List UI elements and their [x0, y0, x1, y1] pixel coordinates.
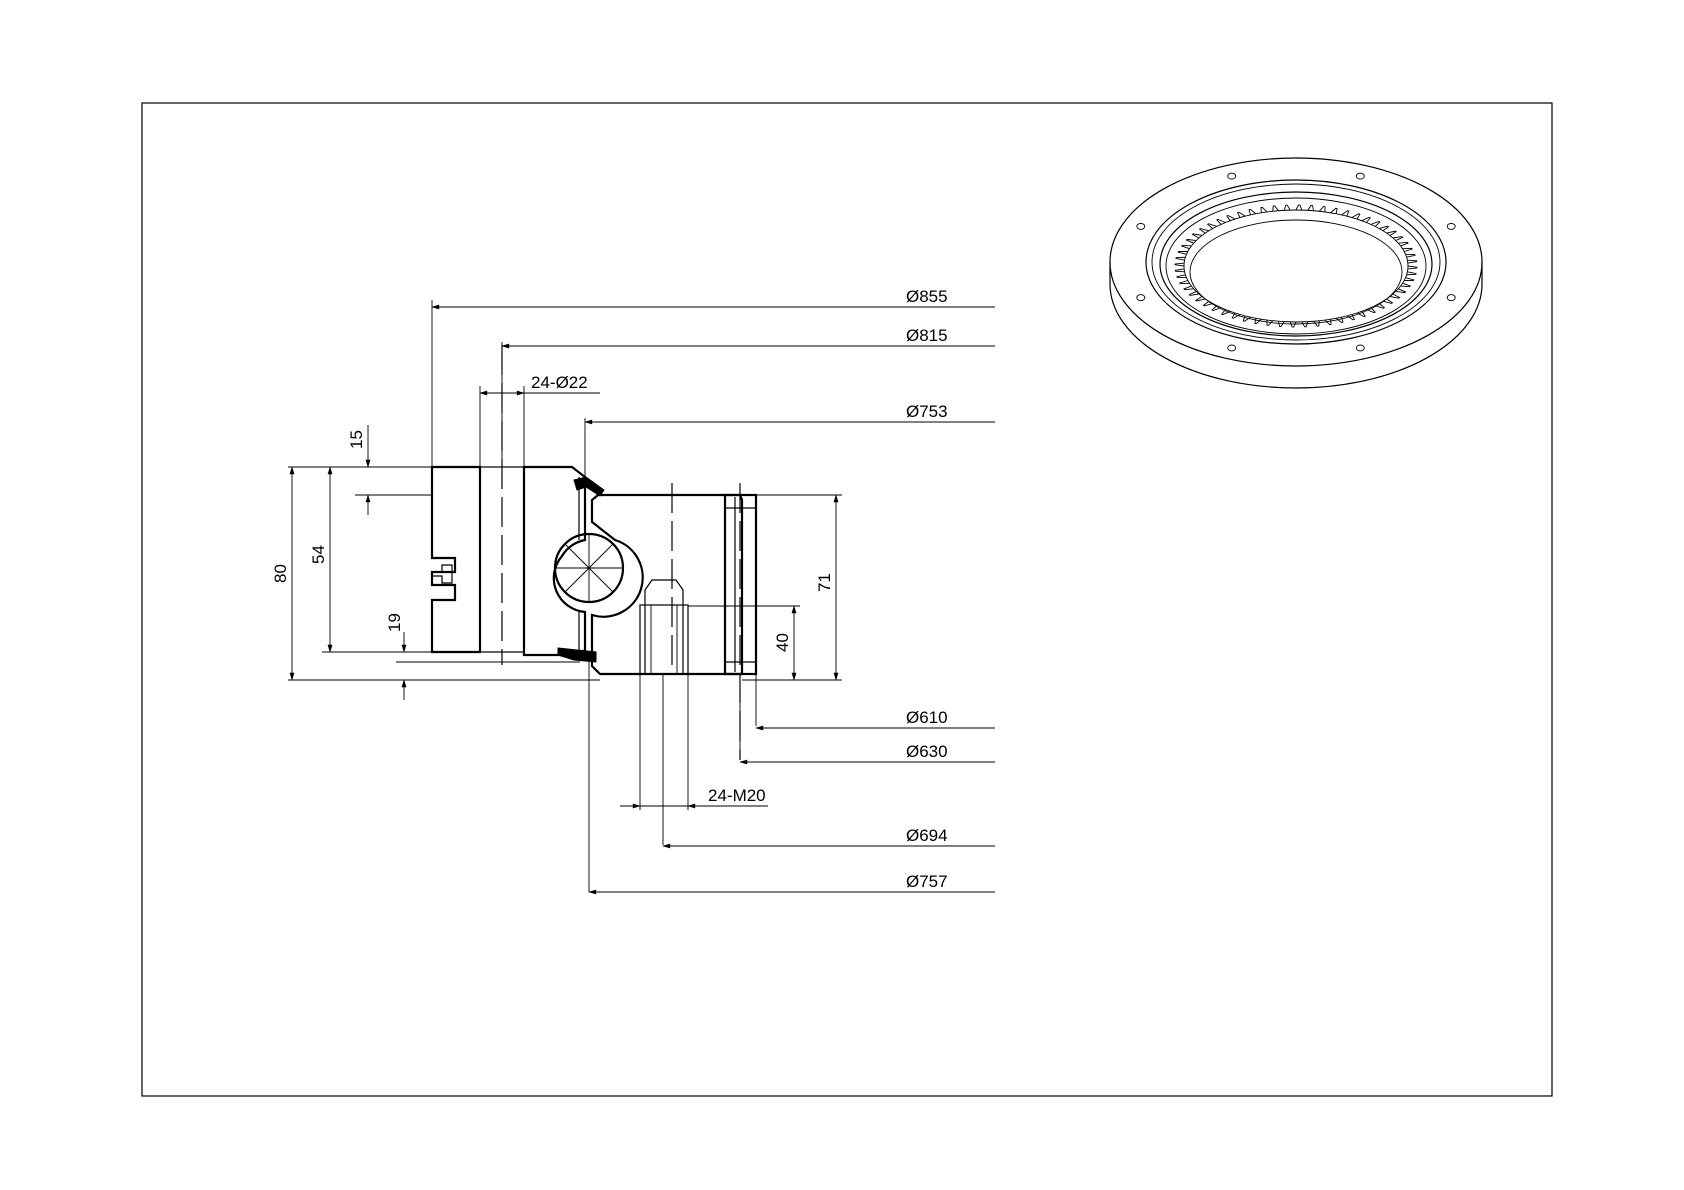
top-seal: [573, 476, 605, 497]
drawing-frame: [141, 102, 1553, 1097]
gear-teeth: [1174, 204, 1418, 328]
dim-h19-label: 19: [385, 613, 404, 632]
bearing-cross-section: [430, 345, 758, 760]
dim-d815-label: Ø815: [906, 326, 948, 345]
dim-d855-label: Ø855: [906, 287, 948, 306]
outer-ring-race: [522, 465, 587, 657]
dim-d610-label: Ø610: [906, 708, 948, 727]
mounting-hole-icon: [1355, 344, 1365, 352]
dim-d757-label: Ø757: [906, 872, 948, 891]
dim-h40-label: 40: [773, 633, 792, 652]
bearing-isometric-view: [1109, 157, 1483, 389]
threaded-hole: [639, 604, 689, 675]
dimension-labels: Ø855 Ø815 24-Ø22 Ø753 Ø610 Ø630 24-M20 Ø…: [271, 287, 948, 891]
mounting-hole-icon: [1227, 172, 1237, 180]
mounting-hole-icon: [1355, 172, 1365, 180]
dim-h15-label: 15: [347, 430, 366, 449]
mounting-hole-icon: [1227, 344, 1237, 352]
dim-h71-label: 71: [815, 573, 834, 592]
outer-ring-section: [430, 465, 482, 654]
mounting-holes: [1136, 172, 1456, 352]
dim-d753-label: Ø753: [906, 402, 948, 421]
inner-ring-section: [590, 493, 744, 676]
dim-threads-label: 24-M20: [708, 786, 766, 805]
dim-d630-label: Ø630: [906, 742, 948, 761]
lube-nipple: [432, 564, 453, 584]
dim-h80-label: 80: [271, 564, 290, 583]
dim-holes-label: 24-Ø22: [531, 373, 588, 392]
mounting-hole-icon: [1446, 222, 1456, 230]
mounting-hole-icon: [1136, 222, 1146, 230]
rolling-ball: [553, 532, 625, 604]
dimension-lines: [288, 300, 995, 895]
mounting-hole-icon: [1446, 294, 1456, 302]
mounting-hole-icon: [1136, 294, 1146, 302]
dim-h54-label: 54: [309, 545, 328, 564]
gear-teeth-outline: [1174, 204, 1418, 328]
bottom-seal: [557, 647, 597, 663]
dim-d694-label: Ø694: [906, 826, 948, 845]
